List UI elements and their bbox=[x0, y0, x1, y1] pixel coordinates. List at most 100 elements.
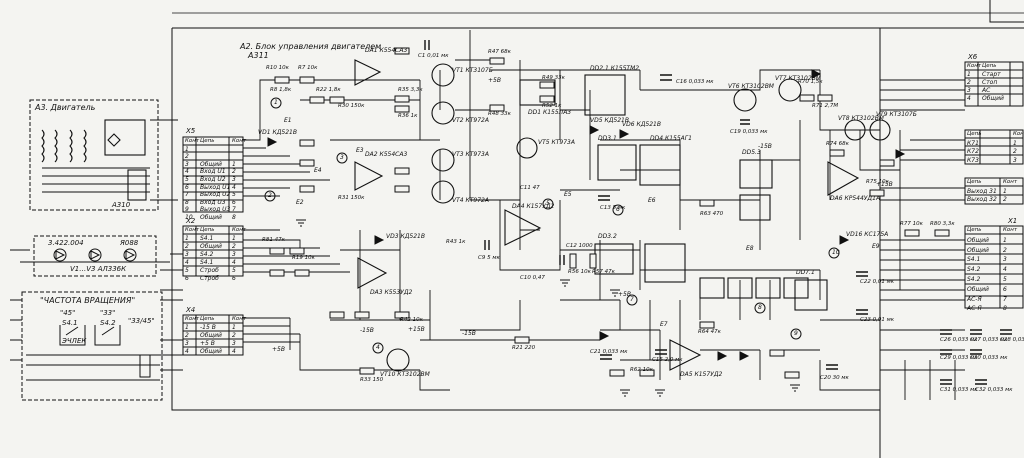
x6-cell: АС bbox=[982, 87, 991, 94]
x1-cell: 2 bbox=[1003, 246, 1007, 254]
x5-cell: 4 bbox=[185, 168, 189, 176]
vt4-symbol bbox=[431, 148, 455, 172]
x2-cell: S4.1 bbox=[200, 259, 214, 266]
resistor-label: R80 3,3к bbox=[930, 221, 955, 227]
resistor-label: R74 68к bbox=[826, 141, 849, 147]
x1-cell: Общий bbox=[967, 285, 989, 293]
x2-cell: 6 bbox=[232, 275, 236, 282]
x2-cell: 3 bbox=[185, 251, 189, 258]
x4-cell: 4 bbox=[185, 348, 189, 355]
x1-cell: 5 bbox=[1003, 276, 1007, 283]
x1-ref: X1 bbox=[1008, 217, 1018, 225]
x4-header-cell: Конт bbox=[232, 316, 247, 322]
speed-label-45: "45" bbox=[60, 309, 76, 317]
x2-cell: 6 bbox=[185, 275, 189, 282]
x5-cell: 7 bbox=[232, 206, 236, 214]
x5-cell: Выход U1 bbox=[200, 183, 231, 191]
node-number: 10 bbox=[832, 249, 840, 256]
speed-block-title: "ЧАСТОТА ВРАЩЕНИЯ" bbox=[40, 296, 136, 305]
rail-label: -15В bbox=[360, 327, 374, 334]
vt1-symbol bbox=[386, 348, 410, 372]
gate-4 bbox=[783, 277, 809, 299]
gate-3 bbox=[755, 277, 781, 299]
logic-blocks bbox=[519, 74, 828, 311]
component-label: VD16 КС175А bbox=[846, 231, 889, 238]
x4-cell: Общий bbox=[200, 332, 222, 339]
x5-cell: Выход U3 bbox=[200, 206, 231, 214]
node-label: E6 bbox=[648, 197, 656, 204]
opamp-symbols bbox=[354, 59, 860, 371]
motor-coils bbox=[41, 119, 178, 201]
node-number: 1 bbox=[274, 99, 278, 106]
x7b-cell: К73 bbox=[967, 156, 979, 164]
component-label: VD1 КД521В bbox=[258, 129, 297, 136]
ground-symbols bbox=[296, 219, 800, 397]
x5-header-cell: Конт bbox=[185, 138, 200, 144]
x5-cell: 3 bbox=[185, 160, 189, 168]
rail-label: +15В bbox=[876, 181, 893, 188]
speed-label-33: "33" bbox=[100, 309, 116, 317]
switch-1-label: S4.1 bbox=[62, 319, 78, 327]
main-block-ref: А311 bbox=[248, 51, 269, 60]
x6-ref: X6 bbox=[968, 53, 978, 61]
x7b-cell: 2 bbox=[1013, 148, 1017, 155]
node-number: 5 bbox=[546, 200, 550, 207]
x4-ref: X4 bbox=[186, 306, 196, 314]
x5-cell: Вход U3 bbox=[200, 198, 226, 206]
resistor-label: R21 220 bbox=[512, 345, 536, 351]
x2-cell: 3 bbox=[232, 251, 236, 258]
resistor-label: R8 1,8к bbox=[270, 87, 292, 93]
dd2-2-box bbox=[644, 243, 686, 283]
motor-block-title: А3. Двигатель bbox=[35, 103, 96, 112]
x8-table bbox=[964, 177, 1024, 205]
x1-table bbox=[964, 225, 1024, 309]
x2-table bbox=[182, 225, 244, 277]
rail-label: +15В bbox=[408, 326, 425, 333]
component-label: VT9 КТ3107Б bbox=[876, 111, 917, 118]
x5-cell: 8 bbox=[232, 214, 236, 221]
vt9-symbol bbox=[844, 119, 866, 141]
node-number: 2 bbox=[268, 192, 272, 199]
x4-cell: 2 bbox=[232, 332, 236, 339]
led-block bbox=[33, 235, 157, 277]
x2-cell: 4 bbox=[185, 259, 189, 266]
x6-header-cell: Конт bbox=[967, 63, 982, 69]
capacitor-label: C30 0,033 мк bbox=[970, 355, 1008, 361]
x2-cell: S4.2 bbox=[200, 251, 214, 258]
x7b-header-cell: Конт bbox=[1013, 131, 1024, 137]
x1-cell: 7 bbox=[1003, 295, 1007, 303]
x4-cell: 1 bbox=[232, 324, 236, 331]
capacitor-label: C1 0,01 мк bbox=[418, 53, 449, 59]
node-number: 3 bbox=[340, 154, 344, 161]
x2-cell: Общий bbox=[200, 243, 222, 250]
resistor-label: R63 470 bbox=[700, 211, 724, 217]
x6-cell: Общий bbox=[982, 95, 1004, 102]
transistor-symbols bbox=[386, 63, 891, 372]
component-label: DA2 К554СА3 bbox=[365, 151, 408, 158]
x7b-cell: К71 bbox=[967, 139, 979, 147]
component-label: DD7.1 bbox=[796, 269, 815, 276]
node-number: 4 bbox=[376, 344, 380, 351]
led-symbols bbox=[20, 248, 170, 263]
vt2-symbol bbox=[431, 63, 455, 87]
resistor-label: R77 10к bbox=[900, 221, 923, 227]
dd4-box bbox=[639, 144, 681, 186]
x5-cell: 1 bbox=[185, 145, 189, 153]
dd7-box bbox=[739, 194, 771, 221]
x8-cell: 1 bbox=[1003, 187, 1007, 195]
x6-cell: 2 bbox=[967, 79, 971, 86]
dd3-1-box bbox=[597, 144, 637, 181]
x7b-header-cell: Цепь bbox=[967, 131, 982, 137]
resistor-label: R70 1,5к bbox=[798, 79, 823, 85]
capacitor-label: C15 2,0 мк bbox=[652, 357, 683, 363]
rail-label: -15В bbox=[758, 143, 772, 150]
x5-cell: 2 bbox=[185, 153, 189, 161]
component-label: DD1 К155ЛА3 bbox=[528, 109, 572, 116]
x7b-cell: К72 bbox=[967, 148, 979, 155]
gate-1 bbox=[699, 277, 725, 299]
resistor-label: R35 3,3к bbox=[398, 87, 423, 93]
x4-cell: 3 bbox=[232, 340, 236, 347]
vt6-symbol bbox=[516, 137, 538, 159]
component-label: VD3 КД521В bbox=[386, 233, 425, 240]
main-block-title: А2. Блок управления двигателем bbox=[240, 42, 382, 51]
